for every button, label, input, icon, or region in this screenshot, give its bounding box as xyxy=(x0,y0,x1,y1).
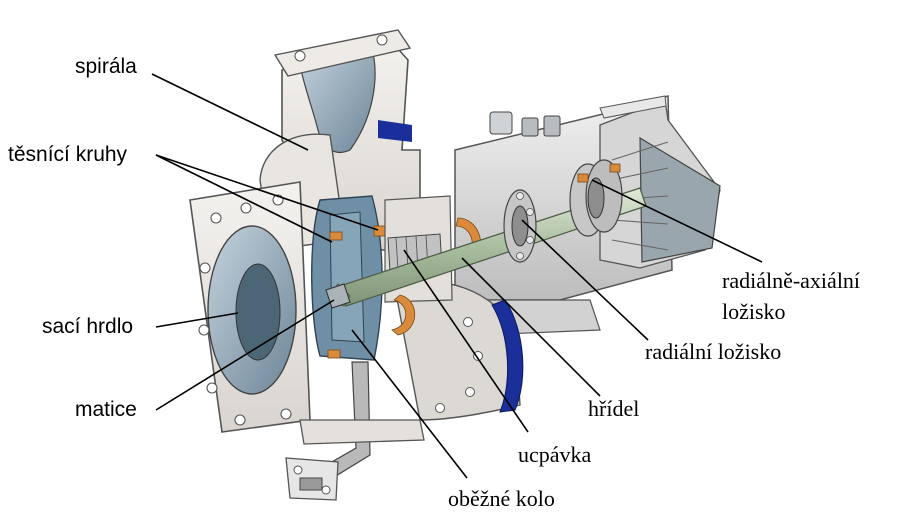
label-saci-hrdlo: sací hrdlo xyxy=(42,315,133,338)
leader-radialne-axialni xyxy=(591,179,763,263)
casing-foot xyxy=(299,419,425,445)
leader-spirala xyxy=(151,73,309,151)
leader-tesnici-kruhy-b xyxy=(155,154,379,231)
label-obezne-kolo: oběžné kolo xyxy=(448,486,555,511)
casing-cover-disc xyxy=(378,120,524,421)
drain-pipe xyxy=(285,361,371,501)
leader-hridel xyxy=(461,257,601,397)
label-radialne-axialni-line1: radiálně-axiální xyxy=(722,268,860,293)
label-ucpavka: ucpávka xyxy=(518,442,592,467)
suction-flange xyxy=(189,181,311,433)
label-radialne-axialni-line2: ložisko xyxy=(722,299,786,324)
leader-ucpavka xyxy=(403,249,529,433)
leader-matice xyxy=(155,299,335,411)
label-hridel: hřídel xyxy=(588,396,639,421)
leader-lines xyxy=(151,73,763,479)
leader-obezne-kolo xyxy=(351,329,468,479)
leader-tesnici-kruhy-a xyxy=(155,154,333,243)
label-spirala: spirála xyxy=(75,55,137,78)
impeller xyxy=(311,195,387,361)
label-radialni-lozisko: radiální ložisko xyxy=(645,339,781,364)
radial-axial-bearing xyxy=(569,159,623,237)
label-tesnici-kruhy: těsnící kruhy xyxy=(8,143,128,166)
leader-saci-hrdlo xyxy=(155,312,239,328)
label-matice: matice xyxy=(75,398,137,421)
leader-radialni-lozisko xyxy=(521,219,649,341)
pump-illustration xyxy=(189,29,721,501)
labels: spirála těsnící kruhy sací hrdlo matice … xyxy=(8,55,860,511)
radial-bearing xyxy=(503,189,537,263)
